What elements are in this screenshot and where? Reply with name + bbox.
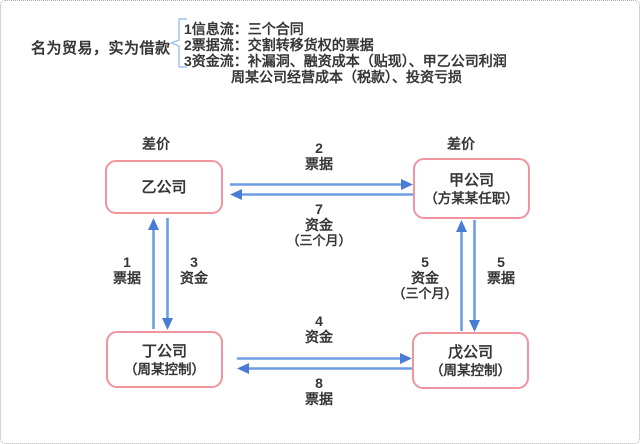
arrow-bottom-funds-icon (237, 353, 412, 364)
flow-text: 票据 (305, 390, 333, 407)
flow-label-bottom-bill: 8 票据 (279, 375, 359, 407)
node-subtitle: （方某某任职） (424, 190, 519, 206)
arrow-top-funds-icon (230, 189, 413, 200)
flow-number: 7 (315, 201, 323, 217)
flow-label-top-funds: 7 资金 （三个月） (269, 201, 369, 249)
flow-label-left-funds: 3 资金 (164, 254, 224, 286)
flow-number: 8 (315, 375, 323, 391)
flow-text: 票据 (305, 155, 333, 172)
legend-line-funds-cont: 周某公司经营成本（税款）、投资亏损 (231, 69, 462, 85)
flow-text: 资金 (305, 216, 333, 233)
flow-number: 1 (123, 254, 131, 270)
node-name: 丁公司 (141, 342, 187, 360)
flow-number: 2 (315, 140, 323, 156)
node-name: 甲公司 (448, 171, 494, 189)
flow-label-right-bill: 5 票据 (471, 254, 531, 286)
flow-number: 5 (421, 254, 429, 270)
legend-line-funds: 3资金流：补漏洞、融资成本（贴现）、甲乙公司利润 (184, 53, 507, 69)
flow-text: 票据 (113, 269, 141, 286)
flow-label-right-funds: 5 资金 （三个月） (385, 254, 465, 302)
arrow-top-bill-icon (230, 179, 413, 190)
node-subtitle: （周某控制） (430, 362, 511, 378)
flow-label-top-bill: 2 票据 (279, 140, 359, 172)
arrow-bottom-bill-icon (237, 363, 412, 374)
flow-text: 资金 (180, 269, 208, 286)
legend-line-bill: 2票据流：交割转移货权的票据 (184, 37, 374, 53)
flow-text: 资金 (305, 328, 333, 345)
flow-number: 3 (190, 254, 198, 270)
node-company-yi: 乙公司 (105, 160, 223, 214)
flow-note: （三个月） (392, 286, 458, 301)
node-subtitle: （周某控制） (124, 361, 205, 377)
node-name: 戊公司 (447, 343, 493, 361)
node-name: 乙公司 (141, 178, 187, 196)
node-company-wu: 戊公司 （周某控制） (412, 332, 529, 389)
flow-label-left-bill: 1 票据 (97, 254, 157, 286)
legend-line-info: 1信息流：三个合同 (184, 21, 304, 37)
flow-text: 票据 (487, 269, 515, 286)
diagram-title: 名为贸易，实为借款 (31, 40, 171, 57)
flow-label-bottom-funds: 4 资金 (279, 313, 359, 345)
flow-legend: 1信息流：三个合同 2票据流：交割转移货权的票据 3资金流：补漏洞、融资成本（贴… (184, 21, 507, 85)
flow-text: 资金 (411, 269, 439, 286)
spread-label-right: 差价 (447, 136, 475, 152)
spread-label-left: 差价 (142, 136, 170, 152)
node-company-jia: 甲公司 （方某某任职） (413, 158, 530, 219)
flow-number: 4 (315, 313, 323, 329)
node-company-ding: 丁公司 （周某控制） (106, 331, 223, 388)
flow-note: （三个月） (286, 233, 352, 248)
flow-number: 5 (497, 254, 505, 270)
